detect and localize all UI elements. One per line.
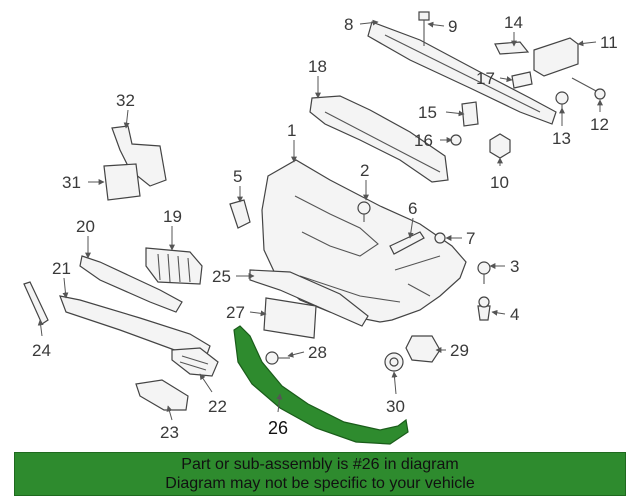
callout-27: 27 bbox=[226, 303, 245, 322]
callout-5: 5 bbox=[233, 167, 242, 186]
callout-12: 12 bbox=[590, 115, 609, 134]
callout-18: 18 bbox=[308, 57, 327, 76]
callout-23: 23 bbox=[160, 423, 179, 442]
grille-20-part bbox=[79, 255, 183, 313]
callout-20: 20 bbox=[76, 217, 95, 236]
callout-29: 29 bbox=[450, 341, 469, 360]
callout-8: 8 bbox=[344, 15, 353, 34]
bracket-15-part bbox=[461, 101, 479, 127]
callout-17: 17 bbox=[476, 69, 495, 88]
callout-10: 10 bbox=[490, 173, 509, 192]
strip-25-part bbox=[249, 269, 369, 327]
trim-24-part bbox=[23, 281, 49, 325]
nut-10-part bbox=[489, 133, 511, 159]
spoiler-26-highlighted-part bbox=[233, 325, 409, 445]
bolt-12-part bbox=[571, 77, 606, 100]
screw-16-part bbox=[450, 134, 462, 146]
callout-13: 13 bbox=[552, 129, 571, 148]
callout-22: 22 bbox=[208, 397, 227, 416]
grille-19-part bbox=[145, 247, 203, 285]
parts-diagram: 1 2 3 4 5 6 7 8 9 10 11 12 13 14 15 16 1… bbox=[23, 11, 618, 445]
callout-4: 4 bbox=[510, 305, 519, 324]
license-plate-27-part bbox=[263, 297, 317, 339]
callout-1: 1 bbox=[287, 121, 296, 140]
callout-14: 14 bbox=[504, 13, 523, 32]
callout-16: 16 bbox=[414, 131, 433, 150]
callout-32: 32 bbox=[116, 91, 135, 110]
callout-26: 26 bbox=[268, 418, 288, 438]
fog-cover-22-part bbox=[171, 347, 219, 377]
sensor-29-part bbox=[405, 335, 441, 363]
callout-11: 11 bbox=[600, 33, 618, 52]
callout-19: 19 bbox=[163, 207, 182, 226]
clip-17-part bbox=[511, 71, 533, 89]
info-banner: Part or sub-assembly is #26 in diagram D… bbox=[14, 452, 626, 496]
banner-line-disclaimer: Diagram may not be specific to your vehi… bbox=[165, 475, 475, 492]
callout-2: 2 bbox=[360, 161, 369, 180]
callout-9: 9 bbox=[448, 17, 457, 36]
screw-28-part bbox=[265, 351, 290, 365]
callout-25: 25 bbox=[212, 267, 231, 286]
bracket-14-part bbox=[494, 41, 530, 55]
callout-24: 24 bbox=[32, 341, 51, 360]
clip-2-part bbox=[357, 201, 371, 222]
clip-4-part bbox=[477, 296, 491, 321]
absorber-18-part bbox=[309, 95, 449, 183]
clip-7-part bbox=[434, 232, 446, 244]
callout-31: 31 bbox=[62, 173, 81, 192]
callout-15: 15 bbox=[418, 103, 437, 122]
clip-3-part bbox=[477, 261, 491, 284]
callout-6: 6 bbox=[408, 199, 417, 218]
bolt-9-part bbox=[418, 11, 430, 46]
leader-lines bbox=[37, 19, 603, 421]
banner-line-part-number: Part or sub-assembly is #26 in diagram bbox=[181, 456, 459, 473]
callout-28: 28 bbox=[308, 343, 327, 362]
ring-30-part bbox=[384, 352, 404, 372]
lower-grille-21-part bbox=[59, 295, 211, 361]
mount-11-part bbox=[533, 37, 579, 77]
nut-13-part bbox=[555, 91, 569, 112]
callout-labels: 1 2 3 4 5 6 7 8 9 10 11 12 13 14 15 16 1… bbox=[32, 13, 618, 442]
impact-bar-part bbox=[367, 21, 557, 125]
callout-3: 3 bbox=[510, 257, 519, 276]
module-31-part bbox=[103, 163, 141, 201]
callout-30: 30 bbox=[386, 397, 405, 416]
callout-21: 21 bbox=[52, 259, 71, 278]
cap-5-part bbox=[229, 199, 251, 229]
bracket-32-part bbox=[111, 125, 167, 187]
fog-cover-23-part bbox=[135, 379, 189, 411]
callout-7: 7 bbox=[466, 229, 475, 248]
